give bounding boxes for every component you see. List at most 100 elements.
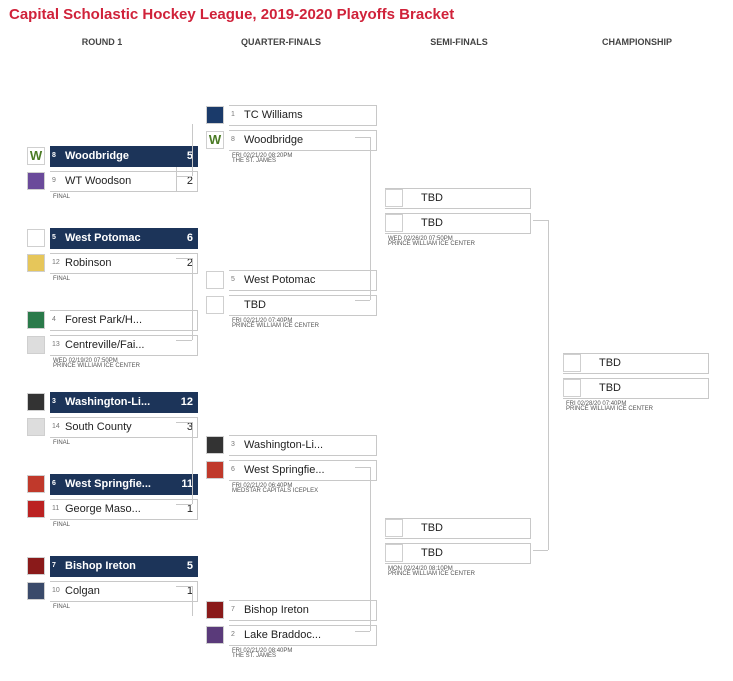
team-row[interactable]: 13 Centreville/Fai...: [27, 335, 198, 356]
game-status: FINAL: [53, 604, 71, 610]
team-row[interactable]: TBD: [385, 543, 531, 564]
game-datetime: WED 02/19/20 07:50PM: [53, 358, 118, 364]
team-seed: 3: [231, 441, 235, 448]
round-label-quarter-finals: QUARTER-FINALS: [241, 37, 321, 47]
team-logo-icon: [27, 172, 45, 190]
team-seed: 6: [231, 466, 235, 473]
championship-game[interactable]: TBD TBD FRI 02/28/20 07:40PM PRINCE WILL…: [563, 353, 711, 413]
team-seed: 7: [52, 562, 56, 569]
team-name: Washington-Li...: [65, 396, 151, 408]
team-logo-icon: [27, 500, 45, 518]
placeholder-image-icon: [385, 189, 403, 207]
team-name: Colgan: [65, 585, 100, 597]
team-name: Bishop Ireton: [65, 560, 136, 572]
game-venue: MEDSTAR CAPITALS ICEPLEX: [232, 488, 319, 494]
game-datetime: FRI 02/21/20 06:40PM: [232, 483, 293, 489]
connector-line: [176, 167, 177, 191]
team-seed: 5: [52, 234, 56, 241]
semi-game-1[interactable]: TBD TBD WED 02/26/20 07:50PM PRINCE WILL…: [385, 188, 533, 248]
connector-line: [176, 176, 192, 177]
connector-line: [548, 220, 549, 550]
connector-line: [176, 422, 192, 423]
connector-line: [192, 586, 193, 616]
team-seed: 9: [52, 177, 56, 184]
game-venue: PRINCE WILLIAM ICE CENTER: [53, 363, 141, 369]
team-seed: 13: [52, 341, 60, 348]
game-status: FINAL: [53, 194, 71, 200]
game-datetime: FRI 02/21/20 08:40PM: [232, 648, 293, 654]
connector-line: [370, 467, 371, 631]
team-score: 6: [186, 232, 193, 244]
team-name: South County: [65, 421, 132, 433]
connector-line: [355, 467, 370, 468]
team-name: TBD: [599, 382, 621, 394]
team-logo-icon: [206, 271, 224, 289]
team-logo-icon: [27, 311, 45, 329]
team-row[interactable]: TBD: [563, 378, 709, 399]
team-seed: 1: [231, 111, 235, 118]
connector-line: [533, 220, 548, 221]
team-logo-icon: [206, 626, 224, 644]
team-name: TBD: [244, 299, 266, 311]
game-venue: THE ST. JAMES: [232, 653, 277, 659]
game-venue: PRINCE WILLIAM ICE CENTER: [566, 406, 654, 412]
team-name: West Potomac: [244, 274, 316, 286]
team-row[interactable]: TBD: [385, 188, 531, 209]
placeholder-image-icon: [385, 519, 403, 537]
team-score: 1: [186, 503, 193, 515]
team-row[interactable]: TBD: [385, 518, 531, 539]
placeholder-image-icon: [563, 354, 581, 372]
team-row[interactable]: TBD: [563, 353, 709, 374]
team-row[interactable]: TBD: [206, 295, 377, 316]
round-label-round1: ROUND 1: [81, 37, 123, 47]
team-name: Forest Park/H...: [65, 314, 143, 326]
team-logo-icon: [27, 229, 45, 247]
game-datetime: FRI 02/28/20 07:40PM: [566, 401, 627, 407]
team-row[interactable]: 3 Washington-Li...: [206, 435, 377, 456]
team-name: Woodbridge: [65, 150, 129, 162]
semi-game-2[interactable]: TBD TBD MON 02/24/20 08:10PM PRINCE WILL…: [385, 518, 533, 578]
team-name: Washington-Li...: [244, 439, 324, 451]
team-score: 2: [186, 257, 193, 269]
team-seed: 7: [231, 606, 235, 613]
team-logo-icon: [27, 557, 45, 575]
connector-line: [355, 137, 370, 138]
connector-line: [355, 300, 370, 301]
team-seed: 12: [52, 259, 60, 266]
connector-line: [192, 124, 193, 176]
team-logo-icon: [206, 461, 224, 479]
team-seed: 8: [231, 136, 235, 143]
placeholder-image-icon: [385, 544, 403, 562]
team-row[interactable]: TBD: [385, 213, 531, 234]
page-title: Capital Scholastic Hockey League, 2019-2…: [9, 6, 455, 23]
team-logo-icon: [206, 436, 224, 454]
team-name: Centreville/Fai...: [65, 339, 145, 351]
